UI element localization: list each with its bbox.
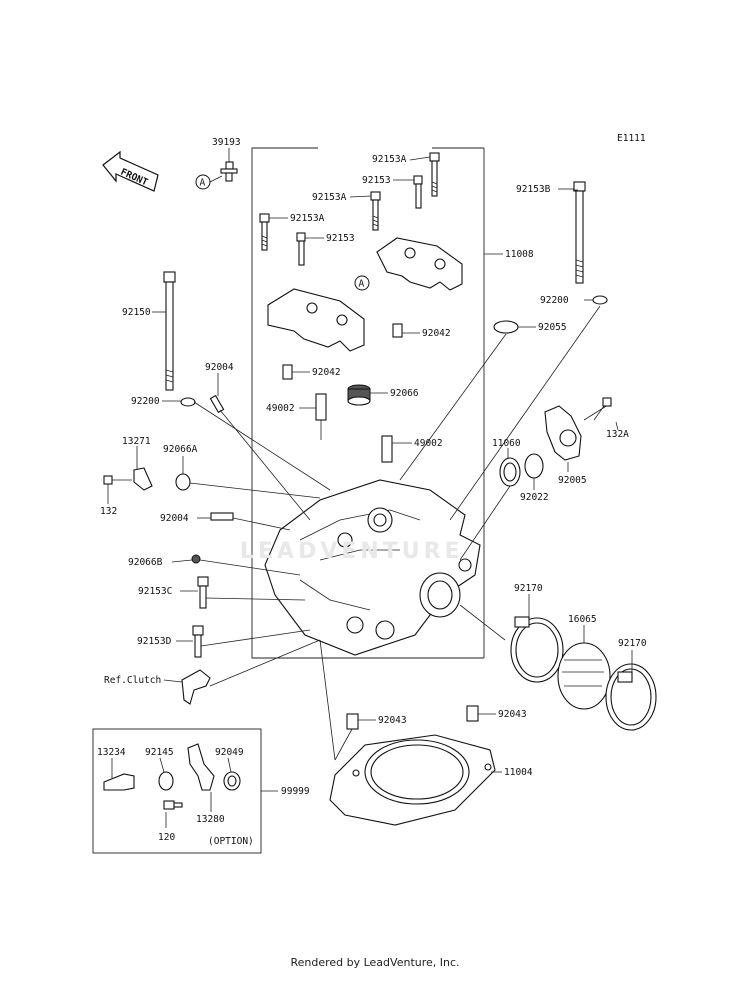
label-92004-2: 92004 <box>160 513 189 524</box>
label-13234: 13234 <box>97 747 126 758</box>
label-11004: 11004 <box>504 767 533 778</box>
bolt-39193-icon <box>220 161 238 182</box>
ring-92066A-icon <box>175 473 191 491</box>
dowel-92042-lower-icon <box>282 364 293 380</box>
plug-92066B-icon <box>191 554 201 564</box>
label-92170-1: 92170 <box>514 583 543 594</box>
head-gasket-11004-icon <box>329 734 496 826</box>
camshaft-cap-right-icon <box>376 237 463 291</box>
label-92022: 92022 <box>520 492 549 503</box>
label-92150: 92150 <box>122 307 151 318</box>
ref-clutch-bracket-icon <box>181 669 211 705</box>
label-92055: 92055 <box>538 322 567 333</box>
footer-credit: Rendered by LeadVenture, Inc. <box>290 956 460 969</box>
sensor-13234-icon <box>103 773 135 791</box>
bolt-92153-top-icon <box>413 175 423 209</box>
bolt-92153C-icon <box>197 576 209 609</box>
label-99999: 99999 <box>281 786 310 797</box>
label-39193: 39193 <box>212 137 241 148</box>
stud-92004-lower-icon <box>210 512 234 521</box>
o-ring-92022-icon <box>524 453 544 479</box>
label-120: 120 <box>158 832 175 843</box>
bolt-92153A-left-icon <box>259 213 270 251</box>
bolt-120-icon <box>163 800 183 810</box>
bolt-92150-icon <box>163 271 176 391</box>
bolt-92153D-icon <box>192 625 204 658</box>
clamp-92170-right-icon <box>605 663 657 731</box>
label-16065: 16065 <box>568 614 597 625</box>
dowel-92043-right-icon <box>466 705 479 722</box>
svg-text:A: A <box>200 178 206 189</box>
label-92170-2: 92170 <box>618 638 647 649</box>
label-92042-1: 92042 <box>422 328 451 339</box>
bracket-13271-icon <box>133 467 153 491</box>
washer-92200-left-icon <box>180 397 196 407</box>
bolt-92153B-icon <box>573 181 586 284</box>
o-ring-92055-icon <box>493 320 519 334</box>
label-92005: 92005 <box>558 475 587 486</box>
watermark: LEADVENTURE <box>240 539 464 564</box>
label-92153D: 92153D <box>137 636 172 647</box>
ref-marker-a-1: A <box>195 174 223 190</box>
label-92153-2: 92153 <box>326 233 355 244</box>
label-92145: 92145 <box>145 747 174 758</box>
dowel-92042-upper-icon <box>392 323 403 338</box>
label-92004-1: 92004 <box>205 362 234 373</box>
label-132A: 132A <box>606 429 629 440</box>
label-49002-1: 49002 <box>266 403 295 414</box>
thermostat-housing-92005-icon <box>544 404 609 461</box>
valve-guide-49002-right-icon <box>381 435 393 463</box>
label-92153C: 92153C <box>138 586 172 597</box>
label-49002-2: 49002 <box>414 438 443 449</box>
label-92066: 92066 <box>390 388 419 399</box>
bolt-92153A-long-icon <box>429 152 440 197</box>
label-11060: 11060 <box>492 438 521 449</box>
dowel-92043-left-icon <box>346 713 359 730</box>
label-92153-1: 92153 <box>362 175 391 186</box>
label-132: 132 <box>100 506 117 517</box>
ref-marker-a-2: A <box>354 275 370 291</box>
label-13280: 13280 <box>196 814 225 825</box>
camshaft-cap-left-icon <box>267 288 365 352</box>
label-92153A-2: 92153A <box>312 192 347 203</box>
label-13271: 13271 <box>122 436 151 447</box>
valve-spring-92066-icon <box>347 384 371 406</box>
front-arrow-icon: FRONT <box>102 150 159 192</box>
label-92043-2: 92043 <box>498 709 527 720</box>
diagram-code: E1111 <box>617 133 646 144</box>
label-92049: 92049 <box>215 747 244 758</box>
lever-13280-icon <box>187 743 215 791</box>
option-label: (OPTION) <box>208 836 254 847</box>
bolt-132-icon <box>103 475 132 485</box>
label-92200-2: 92200 <box>131 396 160 407</box>
label-ref-clutch: Ref.Clutch <box>104 675 161 686</box>
bolt-92153A-mid-icon <box>370 191 381 231</box>
ring-92145-icon <box>158 771 174 791</box>
label-92066A: 92066A <box>163 444 198 455</box>
bolt-92153-left-icon <box>296 232 306 266</box>
bolt-132A-icon <box>593 397 612 421</box>
washer-92200-right-icon <box>592 295 608 305</box>
stud-92004-upper-icon <box>209 394 225 414</box>
svg-text:A: A <box>359 279 365 290</box>
intake-boot-16065-icon <box>557 642 611 710</box>
label-11008: 11008 <box>505 249 534 260</box>
label-92153A-3: 92153A <box>290 213 325 224</box>
label-92153A-1: 92153A <box>372 154 407 165</box>
label-92043-1: 92043 <box>378 715 407 726</box>
label-92042-2: 92042 <box>312 367 341 378</box>
clamp-92170-left-icon <box>510 616 564 683</box>
cylinder-head-icon <box>264 479 481 656</box>
assembly-box <box>251 147 484 659</box>
label-92066B: 92066B <box>128 557 163 568</box>
label-92200-1: 92200 <box>540 295 569 306</box>
label-92153B: 92153B <box>516 184 551 195</box>
leader-lines <box>107 148 633 828</box>
valve-guide-49002-left-icon <box>315 393 327 440</box>
